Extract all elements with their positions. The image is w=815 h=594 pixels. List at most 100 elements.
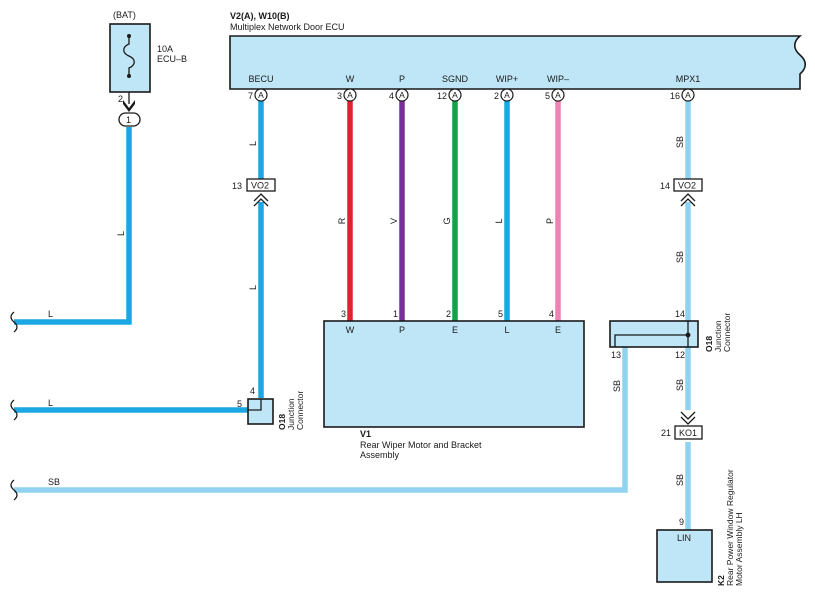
label-jc-down: SB <box>675 379 685 391</box>
ko1-box <box>674 425 703 440</box>
jc-right-line1: Junction <box>713 320 723 352</box>
ecu-connector-letter: A <box>258 90 264 100</box>
regulator-pin: 9 <box>679 517 684 527</box>
ecu-pin-num: 5 <box>545 91 550 101</box>
jc-right-group: 14 13 12 O18 Junction Connector <box>609 309 732 360</box>
fuse-out-pin: 2 <box>118 94 123 104</box>
jc-right-pin-top: 14 <box>675 309 685 319</box>
wiper-pin-label: E <box>555 325 561 335</box>
label-fuse-wire: L <box>116 231 126 236</box>
ecu-pin-num: 12 <box>437 91 447 101</box>
jc-right-line2: Connector <box>722 313 732 352</box>
wiper-pin-label: W <box>346 325 355 335</box>
regulator-box <box>656 529 713 583</box>
jc-left-code: O18 <box>277 414 287 430</box>
wiper-wire-code: V <box>389 218 399 224</box>
ecu-pin-num: 4 <box>389 91 394 101</box>
regulator-label: LIN <box>677 533 691 543</box>
wiper-wire-code: G <box>442 217 452 224</box>
ecu-pin-label: MPX1 <box>676 74 701 84</box>
ko1-chevron-icon <box>680 411 696 425</box>
break-mark-2 <box>10 399 18 421</box>
fuse-icon <box>123 36 135 76</box>
fuse-connector <box>118 112 141 127</box>
vo2-left-group: 13 VO2 <box>232 178 276 207</box>
jc-right-code: O18 <box>704 336 714 352</box>
wiper-name-line2: Assembly <box>360 450 400 460</box>
ecu-connector-circle <box>500 88 514 102</box>
vo2-right-chevron-icon <box>680 193 696 207</box>
ecu-connector-letter: A <box>504 90 510 100</box>
vo2-left-box <box>246 178 276 192</box>
fuse-name: ECU–B <box>157 54 187 64</box>
vo2-right-group: 14 VO2 <box>660 178 703 207</box>
jc-left-line1: Junction <box>286 398 296 430</box>
ecu-pin-num: 16 <box>670 91 680 101</box>
break-mark-3 <box>10 479 18 501</box>
ecu-connector-letter: A <box>555 90 561 100</box>
regulator-code: K2 <box>716 575 726 586</box>
label-left-top: L <box>48 309 53 319</box>
ko1-group: 21 KO1 <box>661 411 703 440</box>
vo2-right-name: VO2 <box>678 181 696 191</box>
fuse-terminal-icon <box>123 100 135 112</box>
ecu-pin-num: 2 <box>494 91 499 101</box>
vo2-right-pin: 14 <box>660 181 670 191</box>
wiper-pin-num: 3 <box>341 309 346 319</box>
jc-left-pin-left: 5 <box>237 399 242 409</box>
wiper-pin-label: L <box>504 325 509 335</box>
fuse-connector-num: 1 <box>126 115 131 125</box>
jc-left-pin-top: 4 <box>250 386 255 396</box>
ecu-group: V2(A), W10(B) Multiplex Network Door ECU… <box>229 11 807 102</box>
wiper-pin-num: 2 <box>446 309 451 319</box>
ecu-connector-circle <box>681 88 695 102</box>
wiper-pin-num: 5 <box>498 309 503 319</box>
jc-left-line2: Connector <box>295 391 305 430</box>
wiper-pin-label: E <box>452 325 458 335</box>
wire-fuse-to-left <box>14 127 132 325</box>
wiper-pin-num: 4 <box>549 309 554 319</box>
regulator-group: 9 LIN K2 Rear Power Window Regulator Mot… <box>656 469 744 586</box>
vo2-left-pin: 13 <box>232 181 242 191</box>
label-mpx-lower: SB <box>675 251 685 263</box>
ecu-pin-label: WIP+ <box>496 74 518 84</box>
label-becu-upper: L <box>248 141 258 146</box>
wiper-wire-code: P <box>545 218 555 224</box>
vo2-left-chevron-icon <box>253 193 269 207</box>
regulator-line2: Motor Assembly LH <box>734 512 744 586</box>
ko1-name: KO1 <box>679 428 697 438</box>
label-left-bottom: SB <box>48 477 60 487</box>
ecu-pin-label: P <box>399 74 405 84</box>
label-left-mid: L <box>48 398 53 408</box>
vo2-left-name: VO2 <box>251 181 269 191</box>
wire-labels: L L L L L SB SB SB SB SB SB <box>48 136 685 487</box>
ecu-name: Multiplex Network Door ECU <box>230 22 345 32</box>
ecu-connector-circle <box>551 88 565 102</box>
ecu-connector-circle <box>448 88 462 102</box>
wiper-pin-num: 1 <box>393 309 398 319</box>
wiper-box <box>323 320 585 428</box>
fuse-source: (BAT) <box>113 10 136 20</box>
jc-left-group: 4 5 O18 Junction Connector <box>237 386 305 430</box>
label-ko1-down: SB <box>675 474 685 486</box>
ecu-pin-num: 7 <box>248 91 253 101</box>
ecu-connector-circle <box>395 88 409 102</box>
fuse-group: (BAT) 10A ECU–B 2 1 <box>109 10 187 127</box>
ecu-connector-circle <box>254 88 268 102</box>
wire-jc-to-left <box>14 347 628 493</box>
ecu-box <box>229 35 807 90</box>
ecu-pin-label: W <box>346 74 355 84</box>
ecu-connector-letter: A <box>452 90 458 100</box>
fuse-box <box>109 23 151 93</box>
ecu-connector-letter: A <box>685 90 691 100</box>
regulator-line1: Rear Power Window Regulator <box>725 469 735 586</box>
vo2-right-box <box>673 178 703 192</box>
ecu-code: V2(A), W10(B) <box>230 11 290 21</box>
ecu-pin-label: SGND <box>442 74 469 84</box>
ecu-pin-label: BECU <box>248 74 273 84</box>
wiper-name-line1: Rear Wiper Motor and Bracket <box>360 440 482 450</box>
